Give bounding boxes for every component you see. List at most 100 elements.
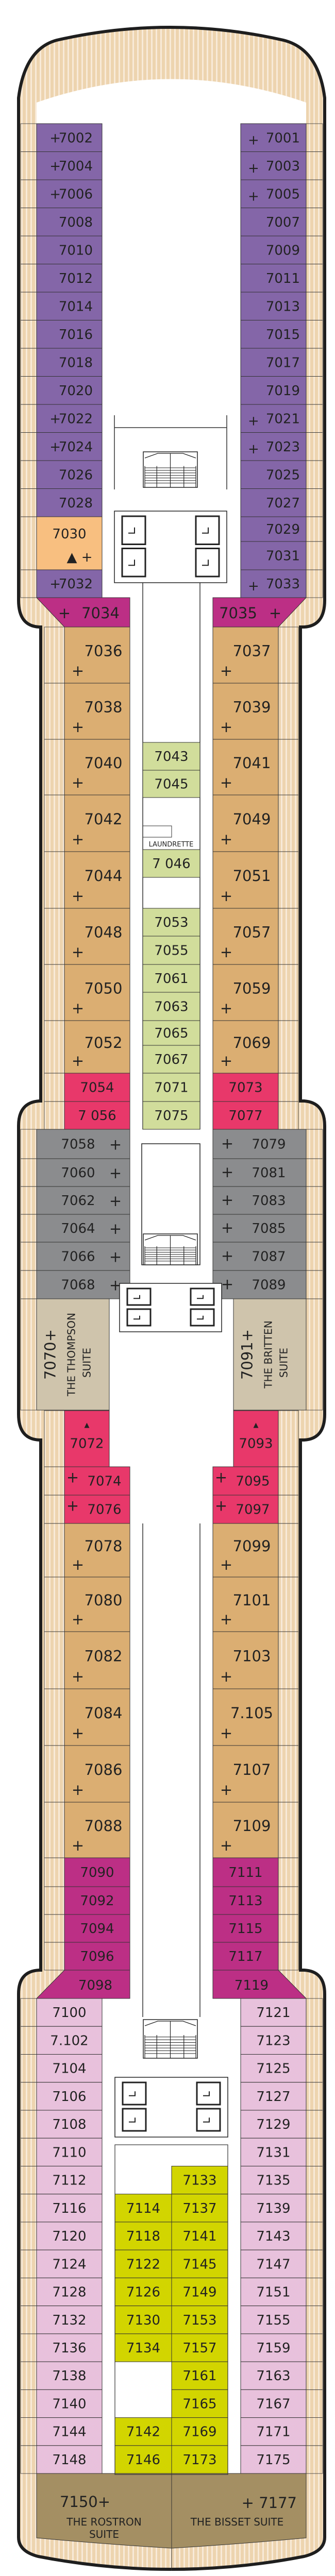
cabin-7102[interactable]: 7.102 [36,2026,103,2055]
cabin-7151[interactable]: 7151 [240,2277,307,2307]
cabin-7110[interactable]: 7110 [36,2138,103,2166]
cabin-7157[interactable]: 7157 [171,2333,228,2362]
cabin-7153[interactable]: 7153 [171,2306,228,2334]
cabin-7100[interactable]: 7100 [36,1998,103,2027]
cabin-7173[interactable]: 7173 [171,2445,228,2474]
cabin-7099[interactable]: 7099+ [212,1523,279,1578]
cabin-7010[interactable]: 7010 [36,235,103,264]
cabin-7087[interactable]: +7087 [212,1242,307,1271]
cabin-7143[interactable]: 7143 [240,2222,307,2250]
cabin-7031[interactable]: 7031 [240,541,307,570]
cabin-7040[interactable]: 7040+ [64,739,130,795]
cabin-7038[interactable]: 7038+ [64,683,130,740]
cabin-7079[interactable]: +7079 [212,1129,307,1159]
cabin-7035[interactable]: 7035+ [212,597,307,628]
cabin-7064[interactable]: 7064+ [36,1214,130,1243]
cabin-7175[interactable]: 7175 [240,2445,307,2474]
cabin-7030[interactable]: 7030▲ + [36,516,103,570]
cabin-7044[interactable]: 7044+ [64,851,130,909]
cabin-7017[interactable]: 7017 [240,348,307,377]
cabin-7145[interactable]: 7145 [171,2249,228,2278]
cabin-7119[interactable]: 7119 [212,1970,307,1999]
cabin-7007[interactable]: 7007 [240,208,307,236]
cabin-7021[interactable]: +7021 [240,404,307,433]
cabin-7032[interactable]: +7032 [36,569,103,598]
cabin-7055[interactable]: 7055 [142,936,200,965]
cabin-7081[interactable]: +7081 [212,1158,307,1187]
cabin-7137[interactable]: 7137 [171,2194,228,2223]
cabin-7115[interactable]: 7115 [212,1914,279,1943]
cabin-7144[interactable]: 7144 [36,2417,103,2446]
cabin-7026[interactable]: 7026 [36,460,103,489]
cabin-7134[interactable]: 7134 [114,2333,172,2362]
cabin-7029[interactable]: 7029 [240,516,307,542]
cabin-7084[interactable]: 7084+ [64,1688,130,1746]
cabin-7022[interactable]: +7022 [36,404,103,433]
cabin-7004[interactable]: +7004 [36,151,103,180]
cabin-7132[interactable]: 7132 [36,2306,103,2334]
cabin-7056[interactable]: 7 056 [64,1101,130,1130]
cabin-7023[interactable]: +7023 [240,432,307,461]
cabin-7118[interactable]: 7118 [114,2222,172,2250]
cabin-7123[interactable]: 7123 [240,2026,307,2055]
cabin-7013[interactable]: 7013 [240,292,307,320]
cabin-7171[interactable]: 7171 [240,2417,307,2446]
cabin-7060[interactable]: 7060+ [36,1158,130,1187]
cabin-7085[interactable]: +7085 [212,1214,307,1243]
cabin-7012[interactable]: 7012 [36,264,103,293]
cabin-7074[interactable]: +7074 [64,1466,130,1496]
cabin-7054[interactable]: 7054 [64,1073,130,1102]
cabin-7009[interactable]: 7009 [240,235,307,264]
cabin-7116[interactable]: 7116 [36,2194,103,2223]
cabin-7057[interactable]: 7057+ [212,908,279,965]
cabin-7146[interactable]: 7146 [114,2445,172,2474]
cabin-7112[interactable]: 7112 [36,2165,103,2195]
cabin-7165[interactable]: 7165 [171,2389,228,2418]
cabin-7024[interactable]: +7024 [36,432,103,461]
cabin-7129[interactable]: 7129 [240,2110,307,2139]
cabin-7130[interactable]: 7130 [114,2306,172,2334]
cabin-7133[interactable]: 7133 [171,2165,228,2195]
cabin-7036[interactable]: 7036+ [64,626,130,684]
cabin-7058[interactable]: 7058+ [36,1129,130,1159]
cabin-7018[interactable]: 7018 [36,348,103,377]
cabin-7062[interactable]: 7062+ [36,1186,130,1215]
cabin-7051[interactable]: 7051+ [212,851,279,909]
cabin-7120[interactable]: 7120 [36,2222,103,2250]
cabin-7066[interactable]: 7066+ [36,1242,130,1271]
cabin-7011[interactable]: 7011 [240,264,307,293]
cabin-7027[interactable]: 7027 [240,488,307,517]
cabin-7103[interactable]: 7103+ [212,1631,279,1689]
cabin-7097[interactable]: +7097 [212,1495,279,1524]
cabin-7086[interactable]: 7086+ [64,1745,130,1803]
cabin-7046[interactable]: 7 046 [142,849,200,878]
cabin-7127[interactable]: 7127 [240,2082,307,2111]
cabin-7005[interactable]: +7005 [240,179,307,208]
cabin-7019[interactable]: 7019 [240,376,307,405]
cabin-7136[interactable]: 7136 [36,2333,103,2362]
cabin-7037[interactable]: 7037+ [212,626,279,684]
cabin-7149[interactable]: 7149 [171,2277,228,2307]
cabin-7090[interactable]: 7090 [64,1857,130,1887]
cabin-7076[interactable]: +7076 [64,1495,130,1524]
cabin-7104[interactable]: 7104 [36,2054,103,2083]
cabin-7111[interactable]: 7111 [212,1857,279,1887]
cabin-7117[interactable]: 7117 [212,1942,279,1971]
cabin-7068[interactable]: 7068+ [36,1270,130,1299]
cabin-7092[interactable]: 7092 [64,1886,130,1915]
cabin-7128[interactable]: 7128 [36,2277,103,2307]
cabin-7138[interactable]: 7138 [36,2361,103,2390]
cabin-7073[interactable]: 7073 [212,1073,279,1102]
cabin-7089[interactable]: +7089 [212,1270,307,1299]
cabin-7072[interactable]: ▲7072 [64,1410,110,1467]
cabin-7014[interactable]: 7014 [36,292,103,320]
cabin-7163[interactable]: 7163 [240,2361,307,2390]
cabin-7041[interactable]: 7041+ [212,739,279,795]
cabin-7121[interactable]: 7121 [240,1998,307,2027]
cabin-7077[interactable]: 7077 [212,1101,279,1130]
cabin-7061[interactable]: 7061 [142,964,200,993]
cabin-7067[interactable]: 7067 [142,1045,200,1074]
cabin-7025[interactable]: 7025 [240,460,307,489]
